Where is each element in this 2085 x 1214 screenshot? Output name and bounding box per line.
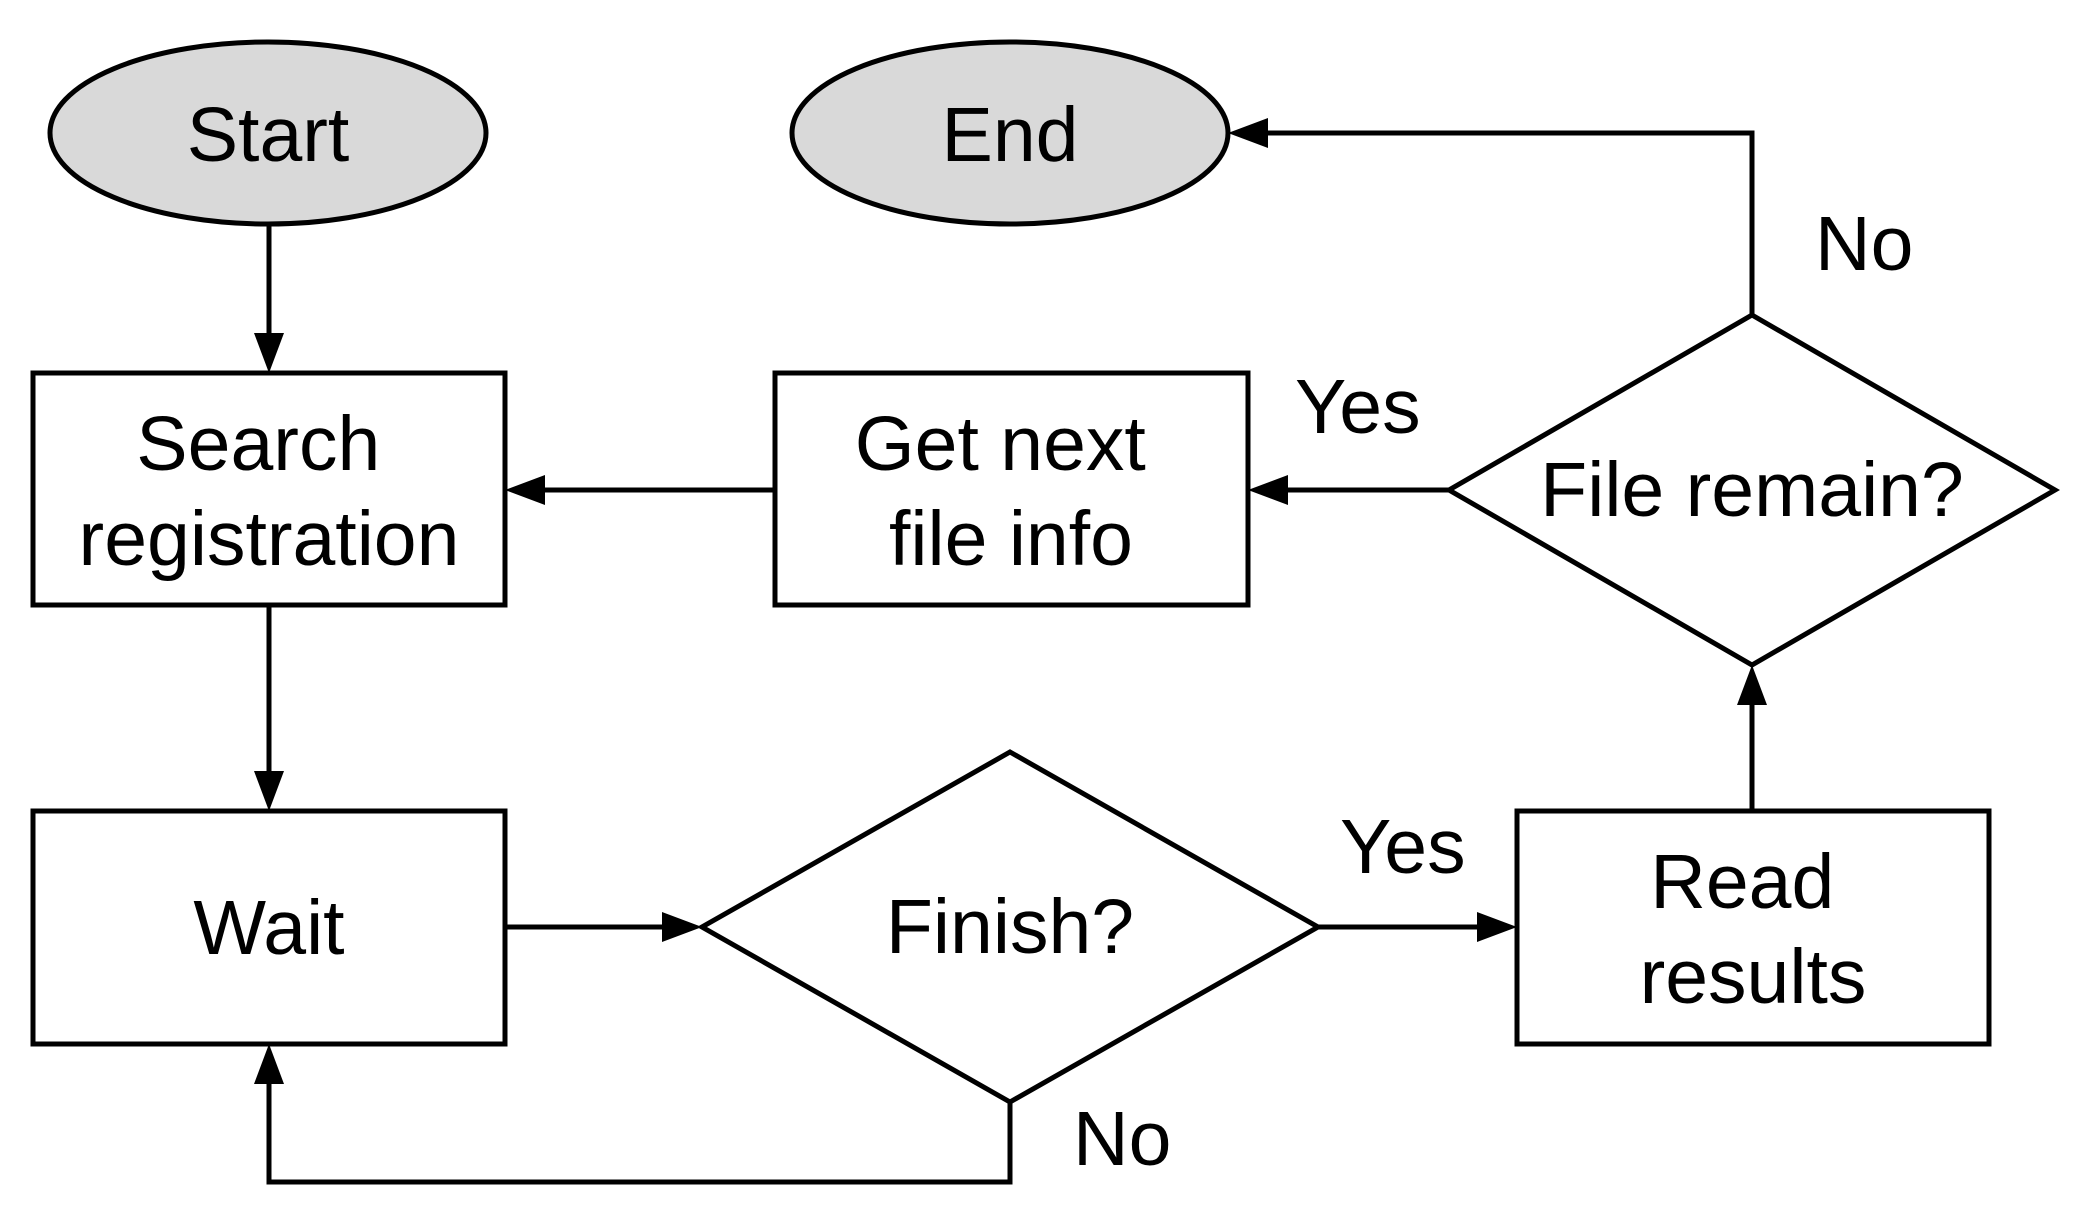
wait-node[interactable]: Wait [30, 808, 508, 1047]
arrowhead [1477, 912, 1517, 942]
connector-get-next-to-search [505, 475, 775, 505]
read-results-node[interactable]: Read results [1514, 808, 1992, 1047]
arrowhead [1248, 475, 1288, 505]
end-label: End [941, 92, 1078, 178]
connector-search-to-wait [254, 605, 284, 811]
get-next-file-info-label-line-1: Get next [855, 401, 1146, 487]
svg-text:Search registration: Search registration [79, 401, 460, 582]
get-next-file-info-label-line-2: file info [889, 496, 1133, 582]
finish-label: Finish? [886, 884, 1134, 970]
file-remain-label: File remain? [1540, 447, 1964, 533]
start-label: Start [187, 92, 350, 178]
connector-file-remain-no-to-end [1228, 118, 1755, 315]
arrowhead [254, 333, 284, 373]
read-results-box [1514, 808, 1992, 1047]
finish-no-label: No [1073, 1096, 1171, 1182]
get-next-file-info-node[interactable]: Get next file info [772, 370, 1251, 608]
finish-yes-label: Yes [1340, 804, 1466, 890]
file-remain-yes-label: Yes [1295, 364, 1421, 450]
arrowhead [662, 912, 702, 942]
search-registration-node[interactable]: Search registration [30, 370, 508, 608]
read-results-label-line-2: results [1640, 934, 1867, 1020]
arrowhead [254, 1044, 284, 1084]
svg-text:Read results: Read results [1640, 839, 1867, 1020]
svg-text:Start: Start [187, 92, 350, 178]
wait-label: Wait [193, 885, 344, 971]
file-remain-no-label: No [1815, 201, 1913, 287]
arrowhead [254, 771, 284, 811]
connector-finish-no-to-wait [254, 1044, 1013, 1185]
read-results-label-line-1: Read [1650, 839, 1834, 925]
connector-read-to-file-remain [1737, 665, 1767, 811]
start-node[interactable]: Start [47, 39, 489, 227]
file-remain-decision[interactable]: File remain? [1444, 312, 2060, 668]
arrowhead [1228, 118, 1268, 148]
finish-decision[interactable]: Finish? [696, 749, 1324, 1105]
arrowhead [1737, 665, 1767, 705]
arrowhead [505, 475, 545, 505]
svg-text:Get next file info: Get next file info [855, 401, 1167, 582]
connector-file-remain-yes-to-get-next [1248, 475, 1449, 505]
connector-start-to-search [254, 224, 284, 373]
svg-text:Finish?: Finish? [886, 884, 1134, 970]
svg-text:End: End [941, 92, 1078, 178]
connector-wait-to-finish [505, 912, 702, 942]
end-node[interactable]: End [789, 39, 1231, 227]
get-next-file-info-box [772, 370, 1251, 608]
connector-finish-yes-to-read [1318, 912, 1517, 942]
svg-text:Wait: Wait [193, 885, 344, 971]
search-registration-label-line-2: registration [79, 496, 460, 582]
svg-text:File remain?: File remain? [1540, 447, 1964, 533]
search-registration-label-line-1: Search [136, 401, 380, 487]
